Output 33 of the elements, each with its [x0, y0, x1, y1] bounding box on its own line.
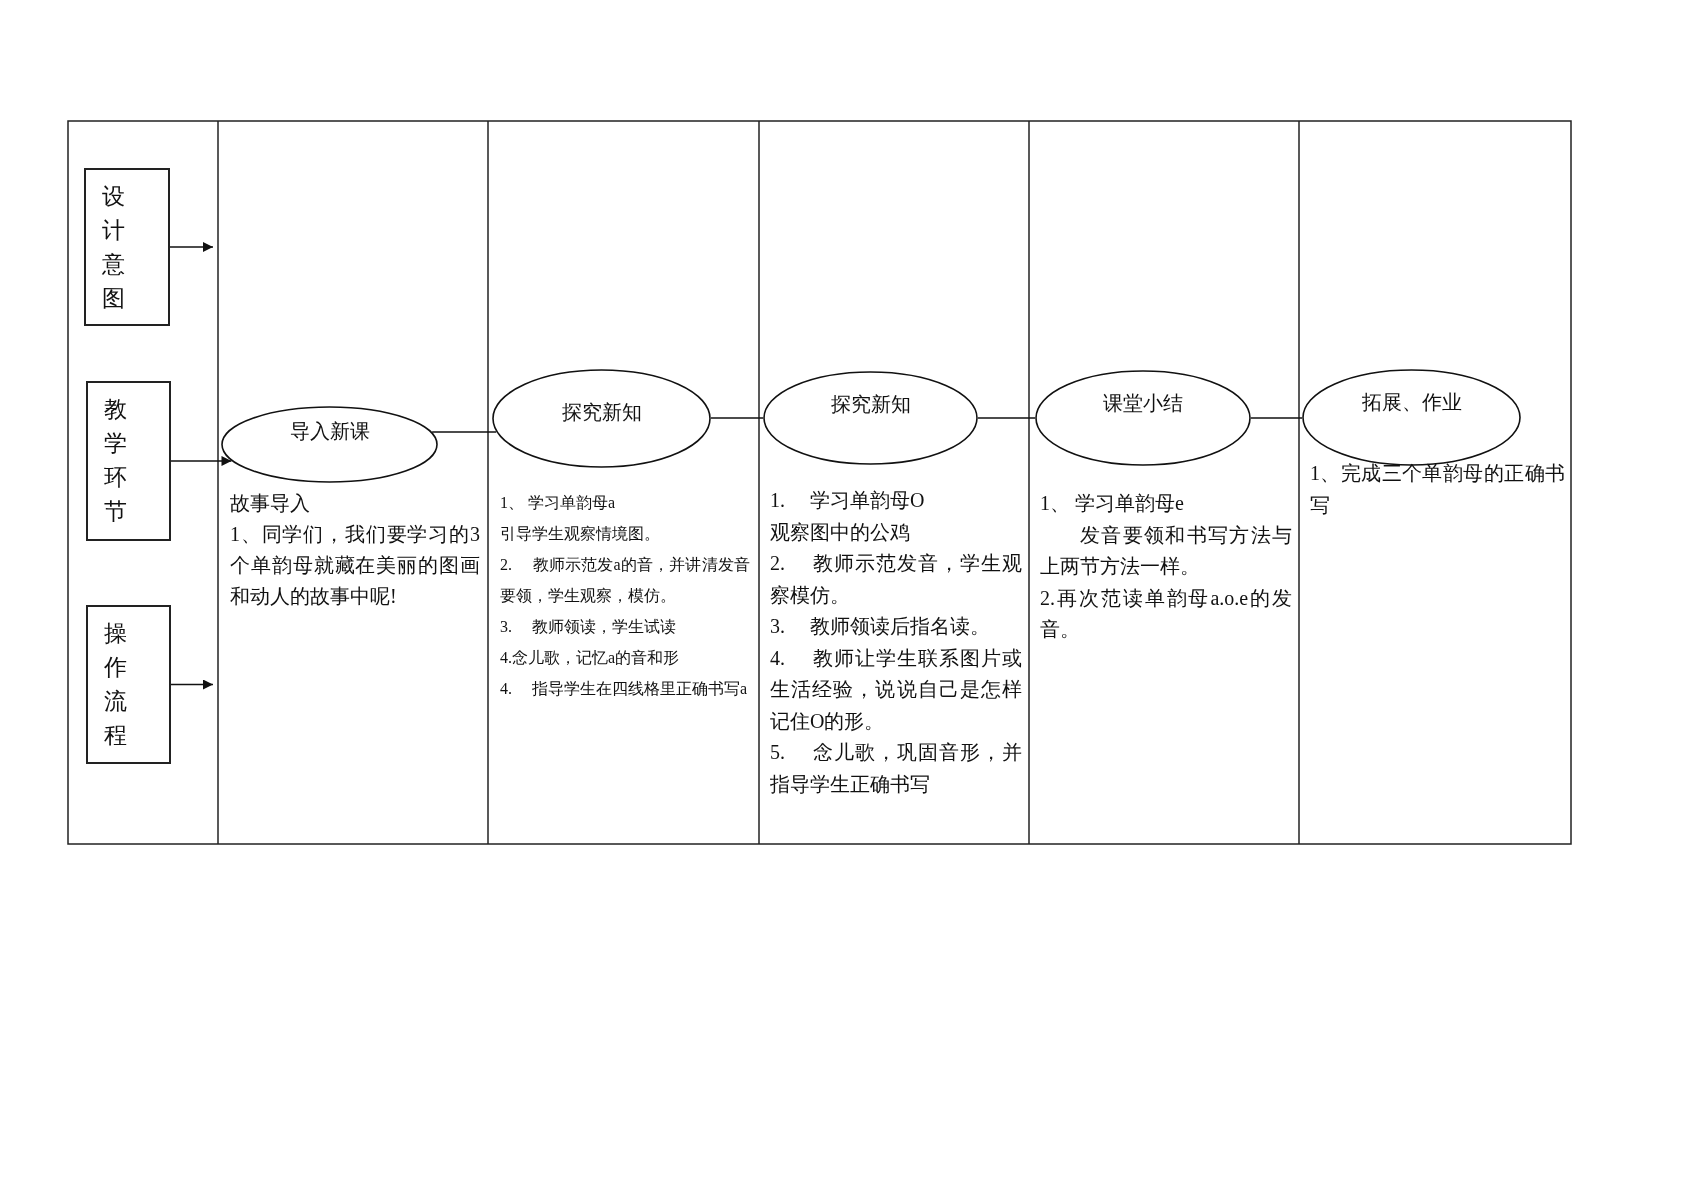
stage-label: 课堂小结 — [1103, 391, 1183, 415]
step-text: 故事导入 — [230, 491, 311, 516]
step-text: 1、同学们，我们要学习的3个单韵母就藏在美丽的图画和动人的故事中呢! — [230, 522, 480, 609]
step-text: 2.再次范读单韵母a.o.e的发音。 — [1040, 585, 1292, 642]
connector-line — [977, 417, 1036, 419]
step-text: 1、 学习单韵母e — [1040, 491, 1185, 516]
section-label-box: 设计意图 — [84, 168, 170, 326]
connector-line — [1250, 417, 1303, 419]
step-text: 4.念儿歌，记忆a的音和形 — [500, 648, 681, 668]
section-label-box: 教学环节 — [86, 381, 171, 541]
arrow — [170, 679, 214, 690]
section-label-box: 操作流程 — [86, 605, 171, 764]
step-text: 1. 学习单韵母O — [770, 488, 926, 513]
step-text: 3. 教师领读，学生试读 — [500, 617, 677, 637]
step-text: 发音要领和书写方法与上两节方法一样。 — [1040, 522, 1292, 579]
arrow — [169, 242, 214, 252]
step-text: 4. 教师让学生联系图片或生活经验，说说自己是怎样记住O的形。 — [770, 645, 1022, 734]
step-text: 3. 教师领读后指名读。 — [770, 614, 991, 639]
step-text: 2. 教师示范发音，学生观察模仿。 — [770, 551, 1022, 608]
step-text: 1、完成三个单韵母的正确书写 — [1310, 461, 1565, 518]
connector-line — [431, 431, 497, 433]
step-text: 2. 教师示范发a的音，并讲清发音要领，学生观察，模仿。 — [500, 555, 750, 606]
step-text: 4. 指导学生在四线格里正确书写a — [500, 679, 749, 699]
step-text: 5. 念儿歌，巩固音形，并指导学生正确书写 — [770, 740, 1022, 797]
stage-label: 探究新知 — [830, 392, 911, 416]
connector-line — [710, 417, 764, 419]
step-text: 引导学生观察情境图。 — [500, 524, 661, 544]
step-text: 1、 学习单韵母a — [500, 493, 617, 513]
step-text: 观察图中的公鸡 — [770, 519, 911, 545]
stage-label: 导入新课 — [289, 419, 370, 443]
stage-label: 探究新知 — [561, 400, 642, 424]
stage-label: 拓展、作业 — [1361, 390, 1462, 414]
arrow — [170, 456, 233, 466]
